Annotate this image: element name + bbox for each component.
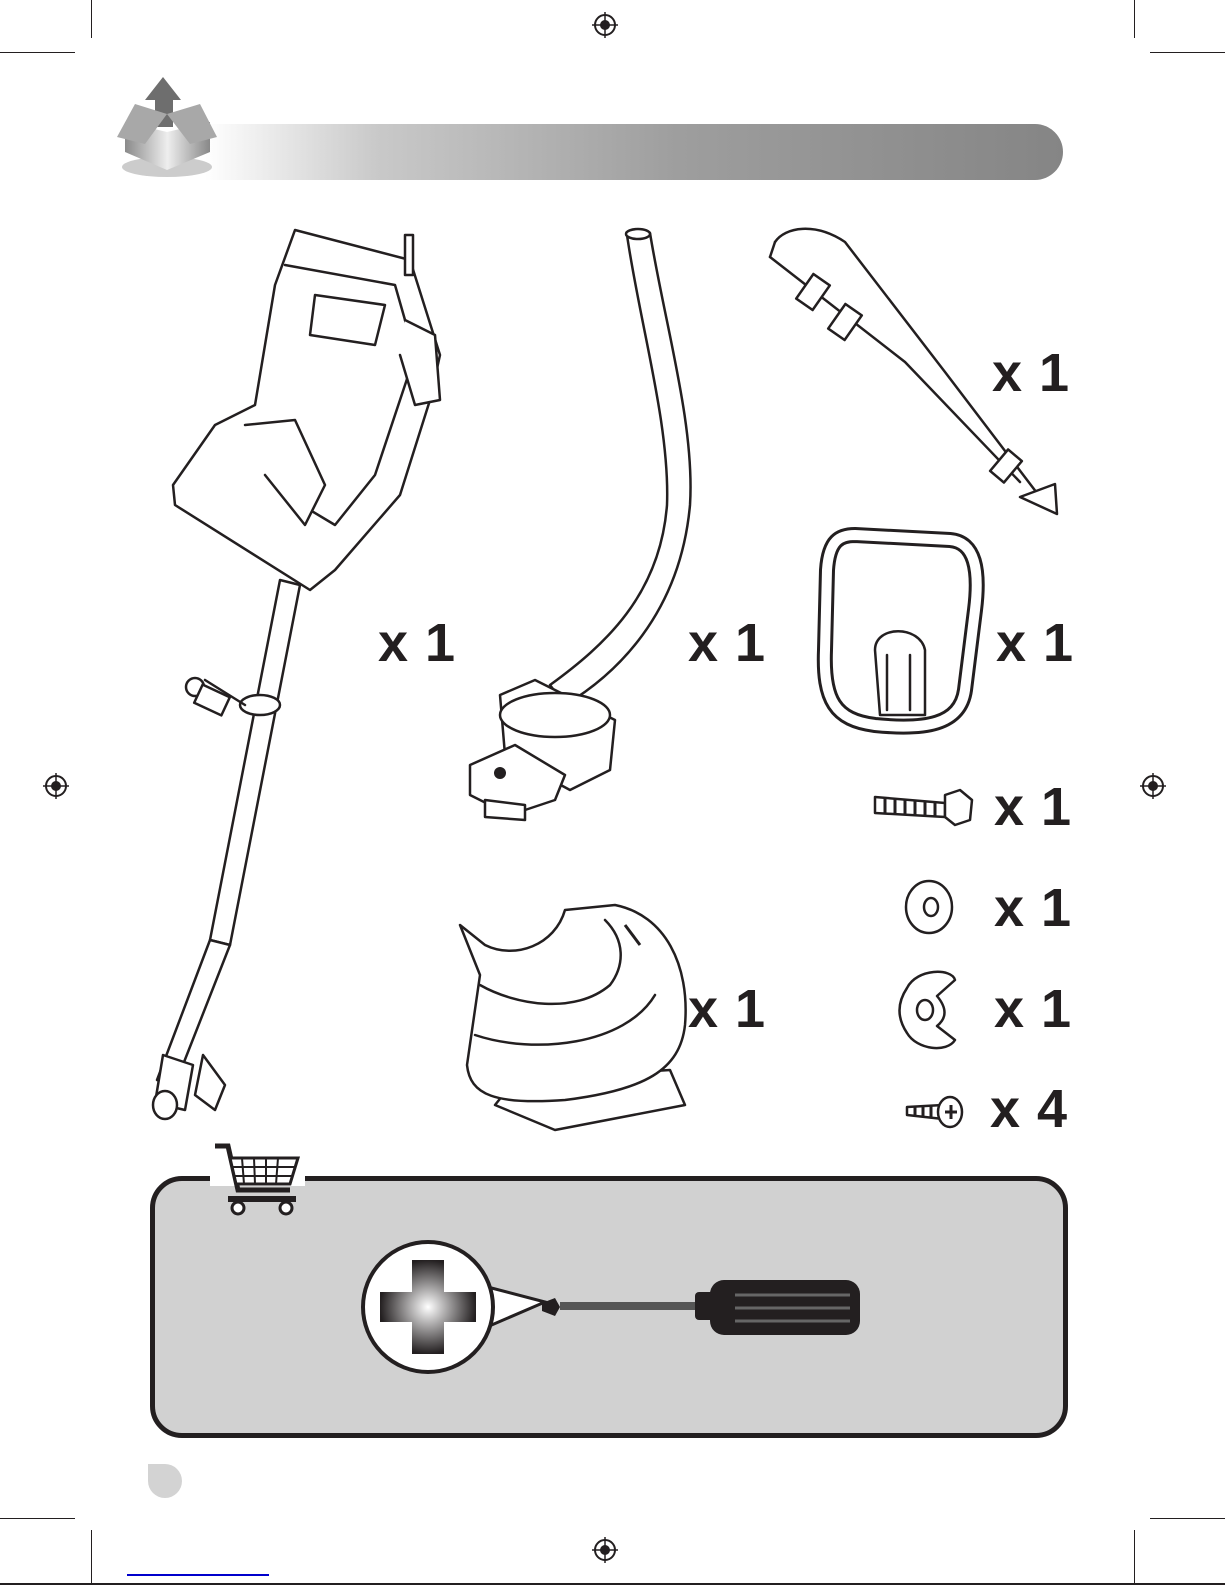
lower-shaft-qty: x 1 bbox=[688, 613, 767, 673]
registration-mark-icon bbox=[1140, 773, 1166, 799]
registration-mark-icon bbox=[592, 12, 618, 38]
washer-illustration bbox=[904, 879, 954, 935]
page-number-tab bbox=[148, 1464, 182, 1498]
guard-qty: x 1 bbox=[688, 979, 767, 1039]
guard-illustration bbox=[458, 903, 687, 1132]
lower-shaft-illustration bbox=[468, 227, 692, 822]
shoulder-strap-qty: x 1 bbox=[992, 343, 1071, 403]
shopping-cart-icon bbox=[210, 1140, 305, 1216]
registration-mark-icon bbox=[43, 773, 69, 799]
unpacking-box-icon bbox=[117, 77, 217, 177]
knob-illustration bbox=[898, 970, 957, 1050]
crop-mark bbox=[91, 0, 92, 38]
bolt-qty: x 1 bbox=[994, 777, 1073, 837]
screw-illustration bbox=[905, 1095, 964, 1129]
motor-unit-qty: x 1 bbox=[378, 613, 457, 673]
shoulder-strap-illustration bbox=[768, 227, 1059, 516]
motor-unit-illustration bbox=[151, 228, 442, 1121]
screws-qty: x 4 bbox=[990, 1079, 1069, 1139]
washer-qty: x 1 bbox=[994, 878, 1073, 938]
crop-mark bbox=[0, 1518, 75, 1519]
crop-mark bbox=[0, 52, 75, 53]
registration-mark-icon bbox=[592, 1537, 618, 1563]
footer-link-underline bbox=[127, 1574, 269, 1576]
crop-mark bbox=[1150, 1518, 1225, 1519]
crop-mark bbox=[1134, 1530, 1135, 1585]
crop-mark bbox=[91, 1530, 92, 1585]
auxiliary-handle-qty: x 1 bbox=[996, 613, 1075, 673]
bolt-illustration bbox=[873, 788, 974, 827]
section-header-bar bbox=[205, 124, 1063, 180]
crop-mark bbox=[1134, 0, 1135, 38]
crop-mark bbox=[1150, 52, 1225, 53]
phillips-screwdriver-icon bbox=[361, 1240, 860, 1374]
page-edge bbox=[0, 1583, 1225, 1585]
knob-qty: x 1 bbox=[994, 979, 1073, 1039]
auxiliary-handle-illustration bbox=[816, 526, 985, 735]
